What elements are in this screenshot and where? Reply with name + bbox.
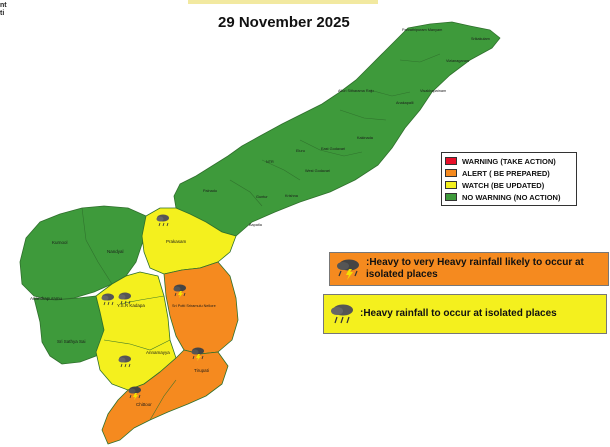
watch-message-box: :Heavy rainfall to occur at isolated pla… — [323, 294, 607, 334]
corner-text-line-2: ti — [0, 10, 5, 17]
legend: WARNING (TAKE ACTION) ALERT ( BE PREPARE… — [441, 152, 577, 206]
label-parvathipuram: Parvathipuram Manyam — [402, 28, 442, 32]
district-region-tirupati-chittoor[interactable] — [101, 349, 229, 445]
label-west-godavari: West Godavari — [305, 169, 330, 173]
label-kurnool: Kurnool — [52, 240, 68, 245]
label-annamayya: Annamayya — [146, 350, 170, 355]
thunderstorm-rain-icon — [128, 386, 141, 400]
corner-text: nt ti — [0, 2, 7, 18]
rain-cloud-icon — [118, 292, 131, 305]
alert-message-text: :Heavy to very Heavy rainfall likely to … — [366, 257, 584, 280]
watch-message-text: :Heavy rainfall to occur at isolated pla… — [360, 308, 557, 319]
label-bapatla: Bapatla — [249, 223, 263, 227]
rain-cloud-icon — [156, 214, 169, 227]
forecast-date: 29 November 2025 — [218, 14, 350, 31]
thunderstorm-rain-icon — [191, 347, 204, 361]
label-nandyal: Nandyal — [107, 249, 124, 254]
top-accent-bar — [188, 0, 378, 4]
label-krishna: Krishna — [285, 194, 299, 198]
label-ntr: NTR — [266, 160, 274, 164]
rain-cloud-icon — [101, 293, 114, 306]
label-kakinada: Kakinada — [357, 136, 374, 140]
label-tirupati: Tirupati — [194, 368, 209, 373]
label-srikakulam: Srikakulam — [471, 37, 490, 41]
legend-item-warning: WARNING (TAKE ACTION) — [445, 155, 573, 167]
label-nellore: Sri Potti Sriramulu Nellore — [172, 304, 216, 308]
label-ysr-kadapa: Y.S.R Kadapa — [117, 303, 145, 308]
alert-message-box: :Heavy to very Heavy rainfall likely to … — [329, 252, 609, 286]
label-east-godavari: East Godavari — [321, 147, 345, 151]
rain-cloud-icon — [118, 355, 131, 368]
legend-label: WATCH (BE UPDATED) — [462, 180, 545, 190]
label-guntur: Guntur — [256, 195, 268, 199]
thunderstorm-rain-icon — [173, 284, 186, 298]
thunderstorm-rain-icon — [337, 259, 359, 280]
legend-label: WARNING (TAKE ACTION) — [462, 156, 556, 166]
rain-cloud-icon — [331, 304, 353, 324]
label-eluru: Eluru — [296, 149, 305, 153]
district-region-nellore[interactable] — [163, 261, 239, 355]
label-ananthapuramu: Ananthapuramu — [30, 296, 63, 301]
legend-item-watch: WATCH (BE UPDATED) — [445, 179, 573, 191]
label-visakhapatnam: Visakhapatnam — [420, 89, 446, 93]
label-prakasam: Prakasam — [166, 239, 187, 244]
legend-swatch-no-warning — [445, 193, 457, 201]
legend-item-alert: ALERT ( BE PREPARED) — [445, 167, 573, 179]
label-sri-sathya-sai: Sri Sathya Sai — [57, 339, 86, 344]
district-region-prakasam[interactable] — [141, 207, 237, 275]
label-anakapalli: Anakapalli — [396, 101, 414, 105]
label-chittoor: Chittoor — [136, 402, 152, 407]
label-palnadu: Palnadu — [203, 189, 217, 193]
corner-text-line-1: nt — [0, 2, 7, 9]
legend-swatch-warning — [445, 157, 457, 165]
legend-swatch-watch — [445, 181, 457, 189]
legend-item-no-warning: NO WARNING (NO ACTION) — [445, 191, 573, 203]
label-alluri: Alluri Sitharama Raju — [338, 89, 374, 93]
legend-swatch-alert — [445, 169, 457, 177]
legend-label: NO WARNING (NO ACTION) — [462, 192, 561, 202]
legend-label: ALERT ( BE PREPARED) — [462, 168, 550, 178]
label-vizianagaram: Vizianagaram — [446, 59, 469, 63]
